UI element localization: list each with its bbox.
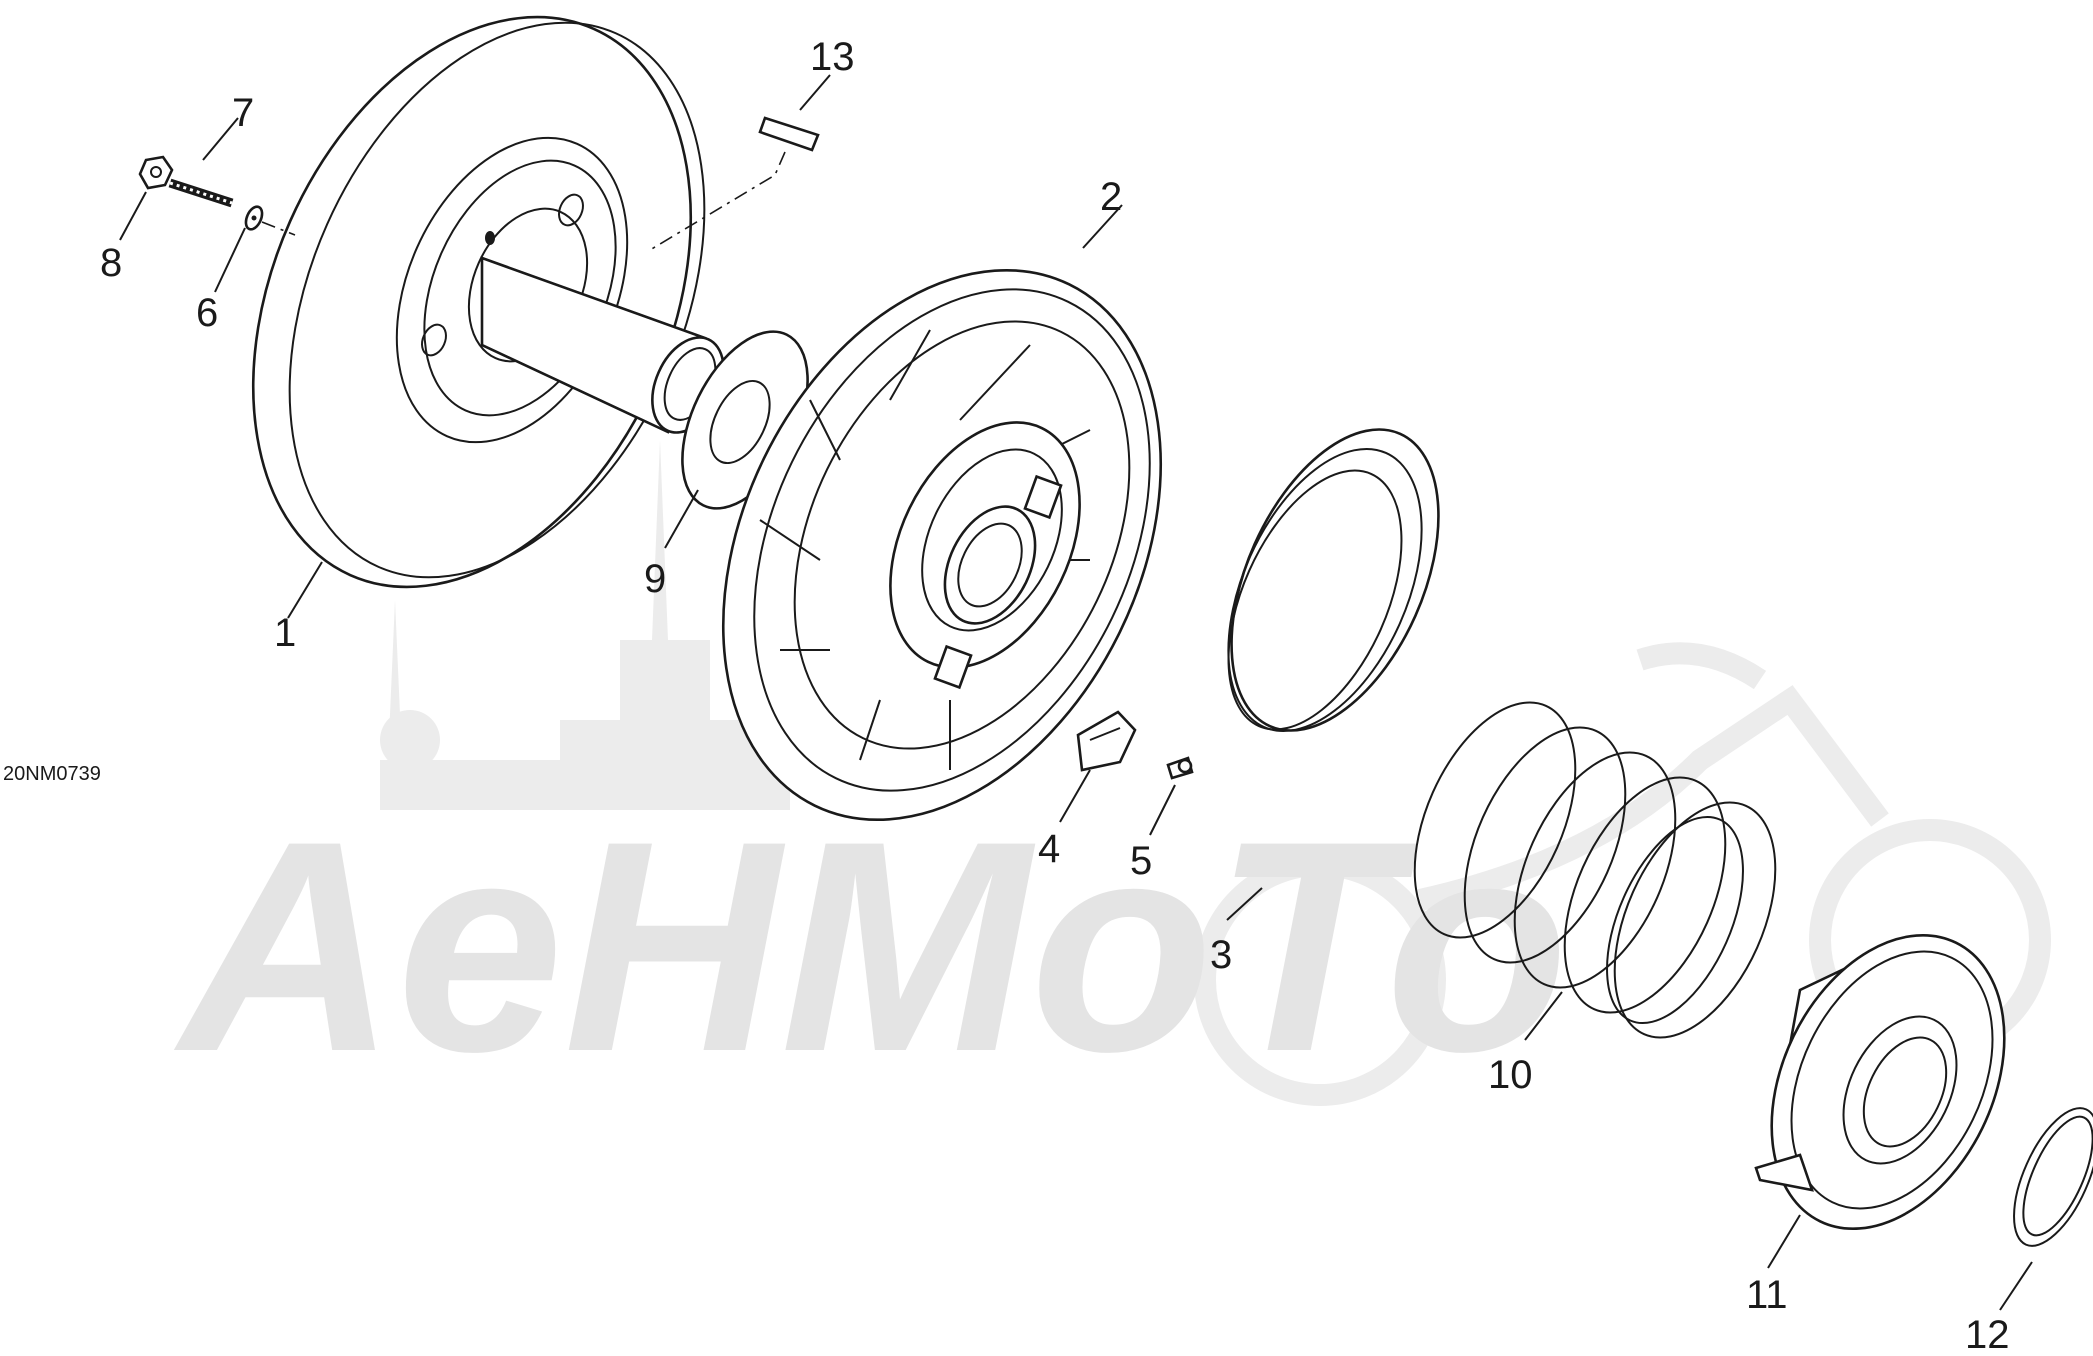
callout-1: 1	[274, 611, 296, 655]
part-13-key	[758, 116, 820, 152]
callout-9: 9	[644, 557, 666, 601]
part-12-retaining-ring	[2013, 1107, 2093, 1247]
callout-4: 4	[1038, 827, 1060, 871]
callout-7: 7	[232, 91, 254, 135]
callout-10: 10	[1488, 1053, 1533, 1097]
part-8-nut	[138, 155, 174, 190]
watermark-motorcycle-icon	[1194, 642, 2051, 1106]
callout-labels: 1 2 3 4 5 6 7 8 9 10 11 12 13	[100, 35, 2010, 1356]
callout-5: 5	[1130, 839, 1152, 883]
callout-6: 6	[196, 291, 218, 335]
watermark-text: AeHMoTo	[171, 778, 1569, 1114]
leader-lines	[119, 74, 2033, 1311]
callout-13: 13	[810, 35, 855, 79]
part-1-fixed-sheave	[251, 15, 725, 589]
callout-12: 12	[1965, 1313, 2010, 1356]
callout-11: 11	[1746, 1273, 1788, 1317]
part-11-cam	[1754, 933, 2006, 1231]
callout-8: 8	[100, 241, 122, 285]
part-2-movable-sheave	[721, 268, 1163, 822]
part-6-washer	[244, 205, 264, 231]
part-3-ring	[1227, 428, 1440, 733]
callout-2: 2	[1100, 175, 1122, 219]
drawing-code: 20NM0739	[3, 763, 101, 785]
part-4-slider-shoe	[1076, 710, 1137, 772]
part-7-bolt	[168, 178, 234, 208]
watermark: AeHMoTo	[171, 440, 2051, 1114]
callout-3: 3	[1210, 933, 1232, 977]
part-5-screw	[1166, 756, 1194, 780]
part-10-spring	[1413, 701, 1777, 1039]
assembly-centerlines	[261, 151, 786, 251]
